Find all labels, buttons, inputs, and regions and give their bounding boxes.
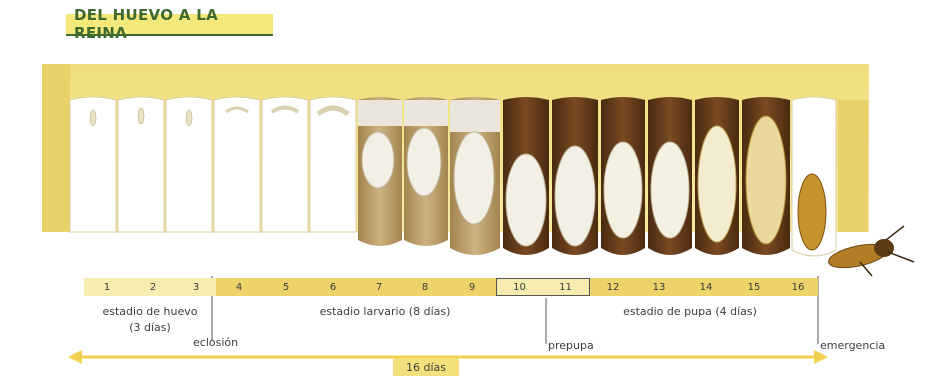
- day-14: 14: [682, 278, 730, 296]
- larva-stage-label: estadio larvario (8 días): [270, 305, 500, 318]
- cell-5: [262, 97, 308, 232]
- larva-8: [407, 128, 441, 196]
- larva-7: [362, 132, 394, 188]
- day-7: 7: [356, 278, 402, 296]
- egg-stage-label: estadio de huevo: [80, 305, 220, 318]
- day-10: 10: [496, 278, 542, 296]
- day-16: 16: [778, 278, 818, 296]
- day-6: 6: [310, 278, 356, 296]
- prepupa-label: prepupa: [548, 339, 594, 352]
- cells-larva: [358, 97, 500, 255]
- egg-stage-duration: (3 días): [80, 321, 220, 334]
- pupa-stage-label: estadio de pupa (4 días): [590, 305, 790, 318]
- day-12: 12: [590, 278, 636, 296]
- day-15: 15: [730, 278, 778, 296]
- cell-6: [310, 97, 356, 232]
- emergence-label: emergencia: [820, 339, 885, 352]
- pupa-13: [651, 142, 689, 238]
- comb-right-edge: [838, 100, 868, 232]
- cell-4: [214, 97, 260, 232]
- prepupa-11: [555, 146, 595, 246]
- day-2: 2: [130, 278, 176, 296]
- larva-9: [454, 132, 494, 224]
- pupa-12: [604, 142, 642, 238]
- pupa-15: [746, 116, 786, 244]
- day-5: 5: [262, 278, 310, 296]
- comb-left-edge: [42, 64, 70, 232]
- day-3: 3: [176, 278, 216, 296]
- hatching-label: eclosión: [193, 336, 238, 349]
- day-9: 9: [448, 278, 496, 296]
- egg-2: [138, 108, 144, 124]
- day-1: 1: [84, 278, 130, 296]
- prepupa-10: [506, 154, 546, 246]
- total-duration-label: 16 días: [393, 358, 459, 376]
- day-11: 11: [542, 278, 590, 296]
- day-13: 13: [636, 278, 682, 296]
- day-4: 4: [216, 278, 262, 296]
- egg-3: [186, 110, 192, 126]
- day-bar: 1 2 3 4 5 6 7 8 9 10 11 12 13 14 15 16: [84, 278, 822, 296]
- egg-1: [90, 110, 96, 126]
- pupa-14: [698, 126, 736, 242]
- day-8: 8: [402, 278, 448, 296]
